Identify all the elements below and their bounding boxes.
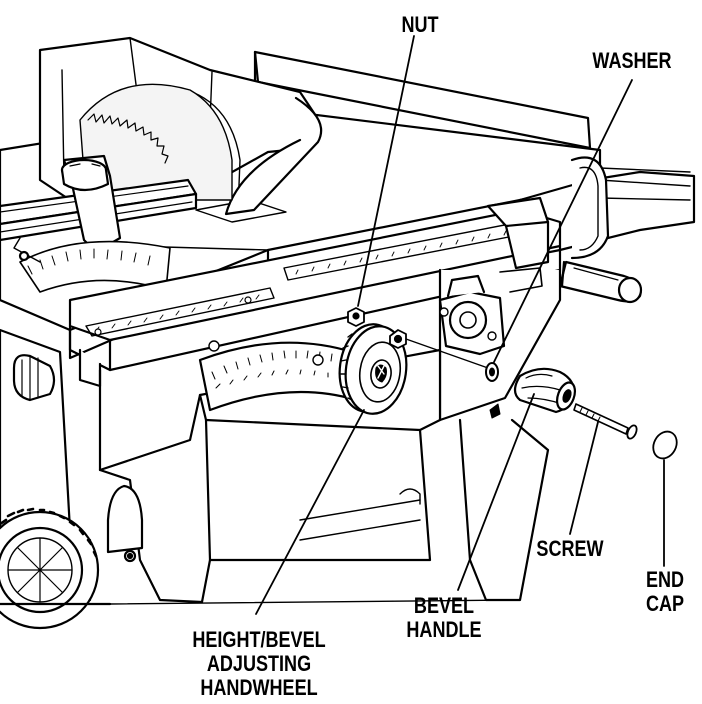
saw-blade: [79, 83, 233, 201]
label-washer-text: WASHER: [592, 48, 672, 73]
nut-leader: [357, 35, 415, 307]
label-handwheel-line1: HEIGHT/BEVEL: [192, 627, 326, 652]
label-washer: WASHER: [583, 50, 681, 72]
left-knob: [12, 354, 56, 402]
screw-part: [573, 403, 638, 440]
label-end-cap-line1: END: [645, 567, 685, 592]
label-nut: NUT: [395, 14, 444, 36]
label-nut-text: NUT: [401, 12, 439, 37]
washer-part: [485, 362, 499, 382]
label-screw: SCREW: [529, 538, 611, 560]
washer-leader: [493, 79, 633, 363]
bevel-scale: [198, 340, 358, 412]
screw-leader: [569, 421, 599, 535]
wheel: [0, 507, 112, 630]
label-handwheel-line2: ADJUSTING: [206, 651, 312, 676]
fence-lock-lever: [558, 260, 643, 304]
label-screw-text: SCREW: [536, 536, 604, 561]
label-bevel-handle-line1: BEVEL: [413, 593, 475, 618]
label-bevel-handle-line2: HANDLE: [406, 617, 482, 642]
front-rail: [68, 196, 562, 388]
label-end-cap-line2: CAP: [645, 591, 685, 616]
bevel-lock-bracket: [438, 267, 543, 419]
miter-gauge: [0, 154, 198, 293]
bevel-handle-leader: [457, 393, 535, 591]
label-end-cap: END CAP: [636, 568, 693, 616]
label-handwheel-line3: HANDWHEEL: [200, 675, 318, 700]
end-cap-part: [652, 430, 678, 460]
label-handwheel: HEIGHT/BEVEL ADJUSTING HANDWHEEL: [181, 628, 337, 700]
bevel-handle-part: [513, 367, 577, 414]
nut-part: [347, 307, 489, 369]
callout-leaders: [255, 35, 665, 615]
rip-fence: [253, 50, 696, 260]
handwheel-leader: [255, 409, 365, 615]
label-bevel-handle: BEVEL HANDLE: [395, 594, 493, 642]
